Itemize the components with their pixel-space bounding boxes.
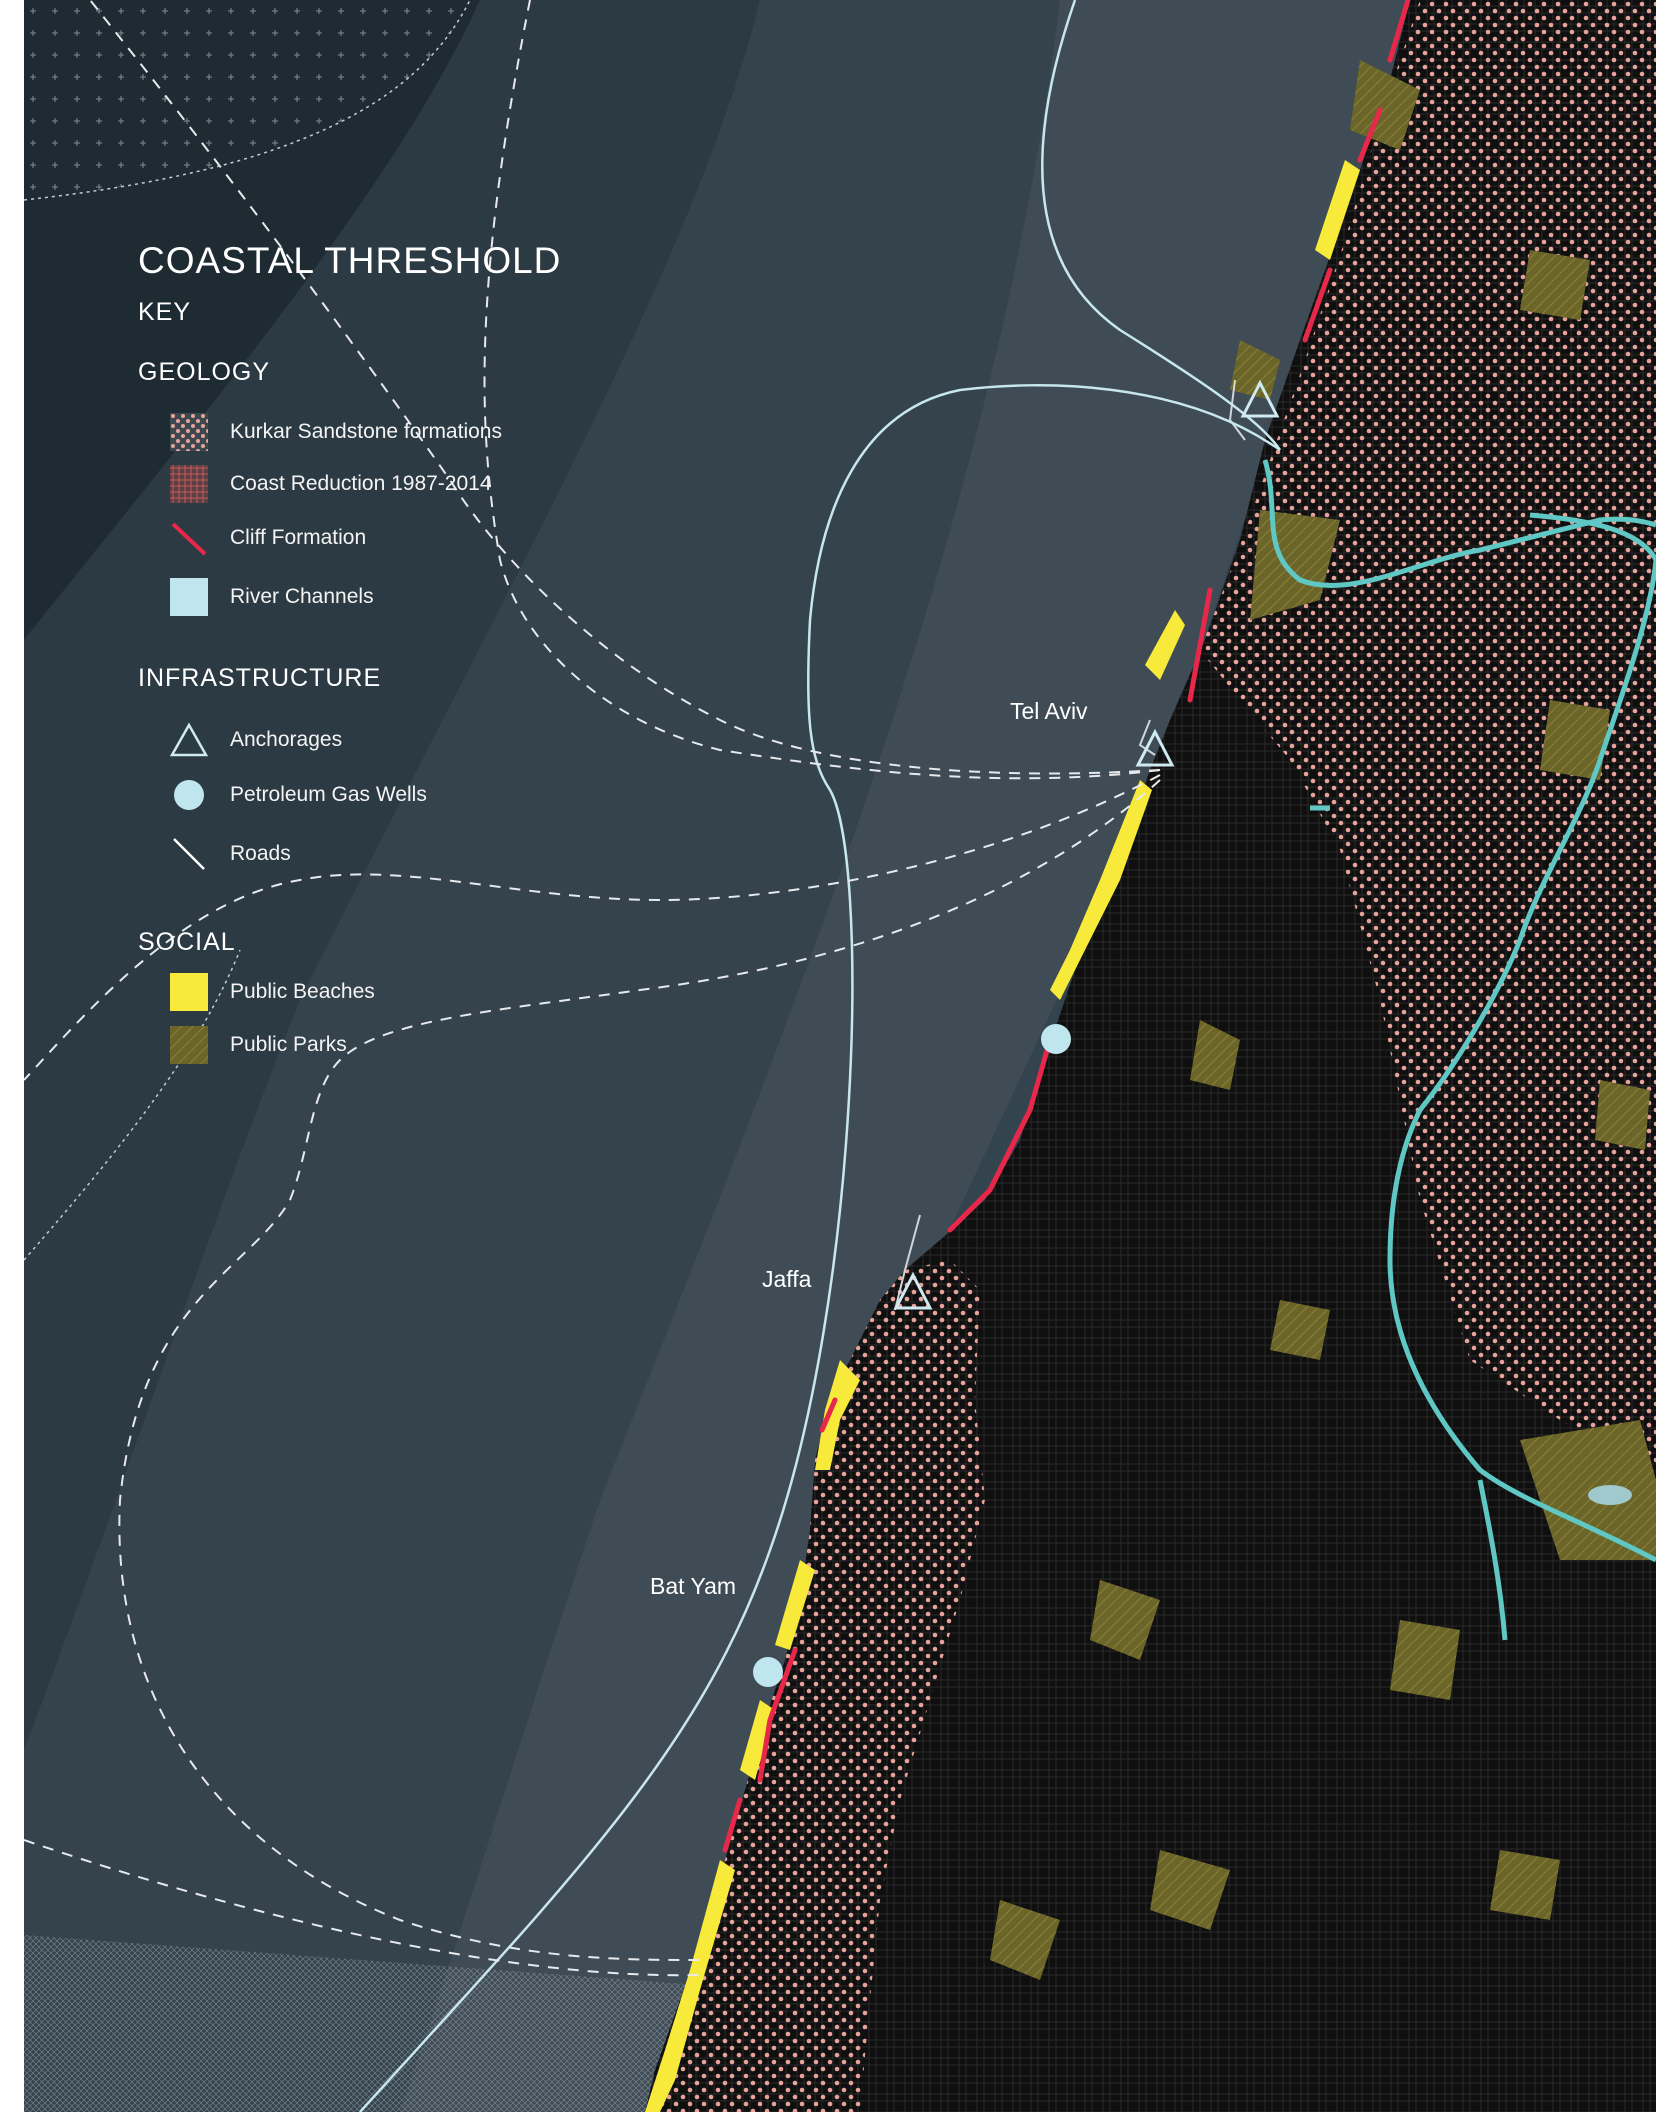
legend-item-river-channels: River Channels: [170, 577, 374, 617]
shipping-routes: [359, 0, 1282, 2112]
legend-label: Public Parks: [230, 1033, 347, 1056]
legend-label: Coast Reduction 1987-2014: [230, 472, 492, 495]
legend-label: Kurkar Sandstone formations: [230, 420, 502, 443]
crosses-zone: [24, 0, 470, 200]
legend-item-cliff-formation: Cliff Formation: [170, 518, 366, 558]
gas-well-north: [1041, 1024, 1071, 1054]
nearshore-band: [400, 0, 1420, 2112]
anchorage-tel-aviv: [1135, 728, 1175, 767]
public-parks: [990, 60, 1656, 1980]
sea-band-3: [24, 0, 1060, 2112]
offshore-mesh-zone: [24, 1935, 700, 2112]
legend-item-roads: Roads: [170, 834, 291, 874]
legend-label: Public Beaches: [230, 980, 375, 1003]
place-label-bat-yam: Bat Yam: [650, 1573, 737, 1599]
map-title: COASTAL THRESHOLD: [138, 240, 562, 281]
red-line-icon: [171, 522, 207, 556]
olive-hatched-square-icon: [170, 1026, 208, 1064]
sandstone-formation-south: [655, 1260, 985, 2112]
triangle-outline-icon: [170, 722, 208, 757]
legend-heading-infrastructure: INFRASTRUCTURE: [138, 664, 382, 692]
legend-item-gas-wells: Petroleum Gas Wells: [170, 775, 427, 815]
light-blue-square-icon: [170, 578, 208, 616]
anchorage-markers: [893, 379, 1280, 1310]
anchorage-north: [1240, 379, 1280, 418]
dashed-routes: [24, 0, 1161, 1977]
gas-well-south: [753, 1657, 783, 1687]
legend-item-coast-reduction: Coast Reduction 1987-2014: [170, 464, 492, 504]
key-label: KEY: [138, 298, 192, 326]
river-channels: [1262, 459, 1656, 1641]
cliff-formation: [722, 0, 1411, 1853]
petroleum-gas-wells: [753, 1024, 1071, 1687]
legend-label: Cliff Formation: [230, 526, 367, 549]
light-blue-circle-icon: [174, 780, 204, 810]
legend-label: Petroleum Gas Wells: [230, 783, 427, 806]
legend-label: River Channels: [230, 585, 374, 608]
hatched-red-swatch-icon: [170, 465, 208, 503]
yellow-square-icon: [170, 973, 208, 1011]
legend-label: Anchorages: [230, 728, 343, 751]
legend-heading-geology: GEOLOGY: [138, 358, 271, 386]
nearshore-boundary: [24, 949, 241, 1261]
place-label-tel-aviv: Tel Aviv: [1010, 698, 1088, 724]
public-beaches: [645, 160, 1360, 2112]
legend-item-anchorages: Anchorages: [170, 720, 342, 760]
legend-item-public-parks: Public Parks: [170, 1025, 347, 1065]
white-diagonal-line-icon: [173, 838, 205, 870]
legend-item-public-beaches: Public Beaches: [170, 972, 375, 1012]
place-label-jaffa: Jaffa: [762, 1266, 812, 1292]
sandstone-formation-north: [1200, 0, 1656, 1470]
crosses-zone-edge: [24, 0, 471, 201]
anchorage-jaffa: [893, 1271, 933, 1310]
dotted-salmon-swatch-icon: [170, 413, 208, 451]
legend-heading-social: SOCIAL: [138, 928, 236, 956]
sea-band-2: [24, 0, 760, 1750]
legend-label: Roads: [230, 842, 291, 865]
harbour-structures: [894, 379, 1246, 1311]
legend-item-kurkar-sandstone: Kurkar Sandstone formations: [170, 412, 502, 452]
pond: [1588, 1485, 1632, 1505]
